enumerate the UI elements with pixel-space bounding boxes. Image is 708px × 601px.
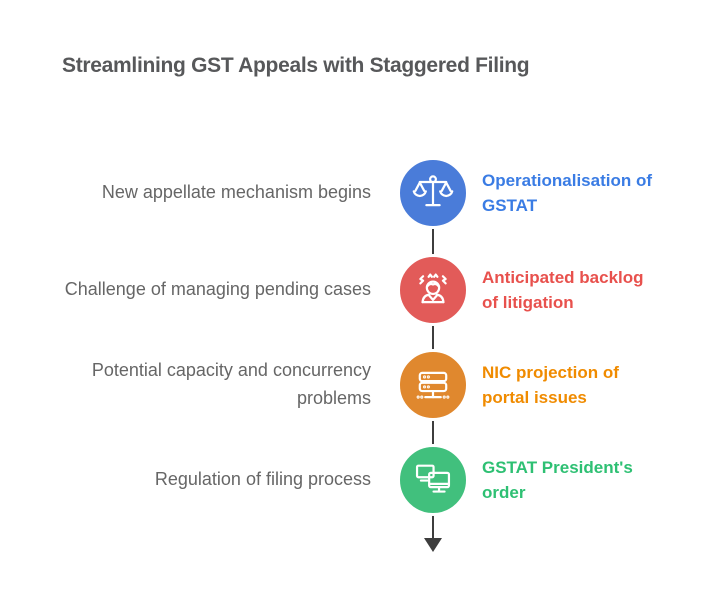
left-label: Challenge of managing pending cases [64,279,371,300]
dual-monitors-icon [397,444,469,516]
right-label: Operationalisation of GSTAT [482,170,653,216]
right-label: NIC projection of portal issues [482,362,619,408]
left-label: New appellate mechanism begins [101,182,371,203]
right-label: Anticipated backlog of litigation [482,267,644,313]
left-label: Potential capacity and concurrency probl… [91,360,371,408]
stressed-person-icon [397,254,469,326]
timeline-row: Regulation of filing process GSTAT Presi… [0,443,708,517]
timeline-row: New appellate mechanism begins Operation… [0,156,708,230]
left-label: Regulation of filing process [154,469,371,490]
scales-of-justice-icon [397,157,469,229]
down-arrow-icon [424,538,442,552]
right-label: GSTAT President's order [482,457,633,503]
page-title: Streamlining GST Appeals with Staggered … [62,54,530,77]
timeline-row: Challenge of managing pending cases Anti… [0,253,708,327]
server-stack-icon [397,349,469,421]
timeline-row: Potential capacity and concurrency probl… [0,348,708,422]
